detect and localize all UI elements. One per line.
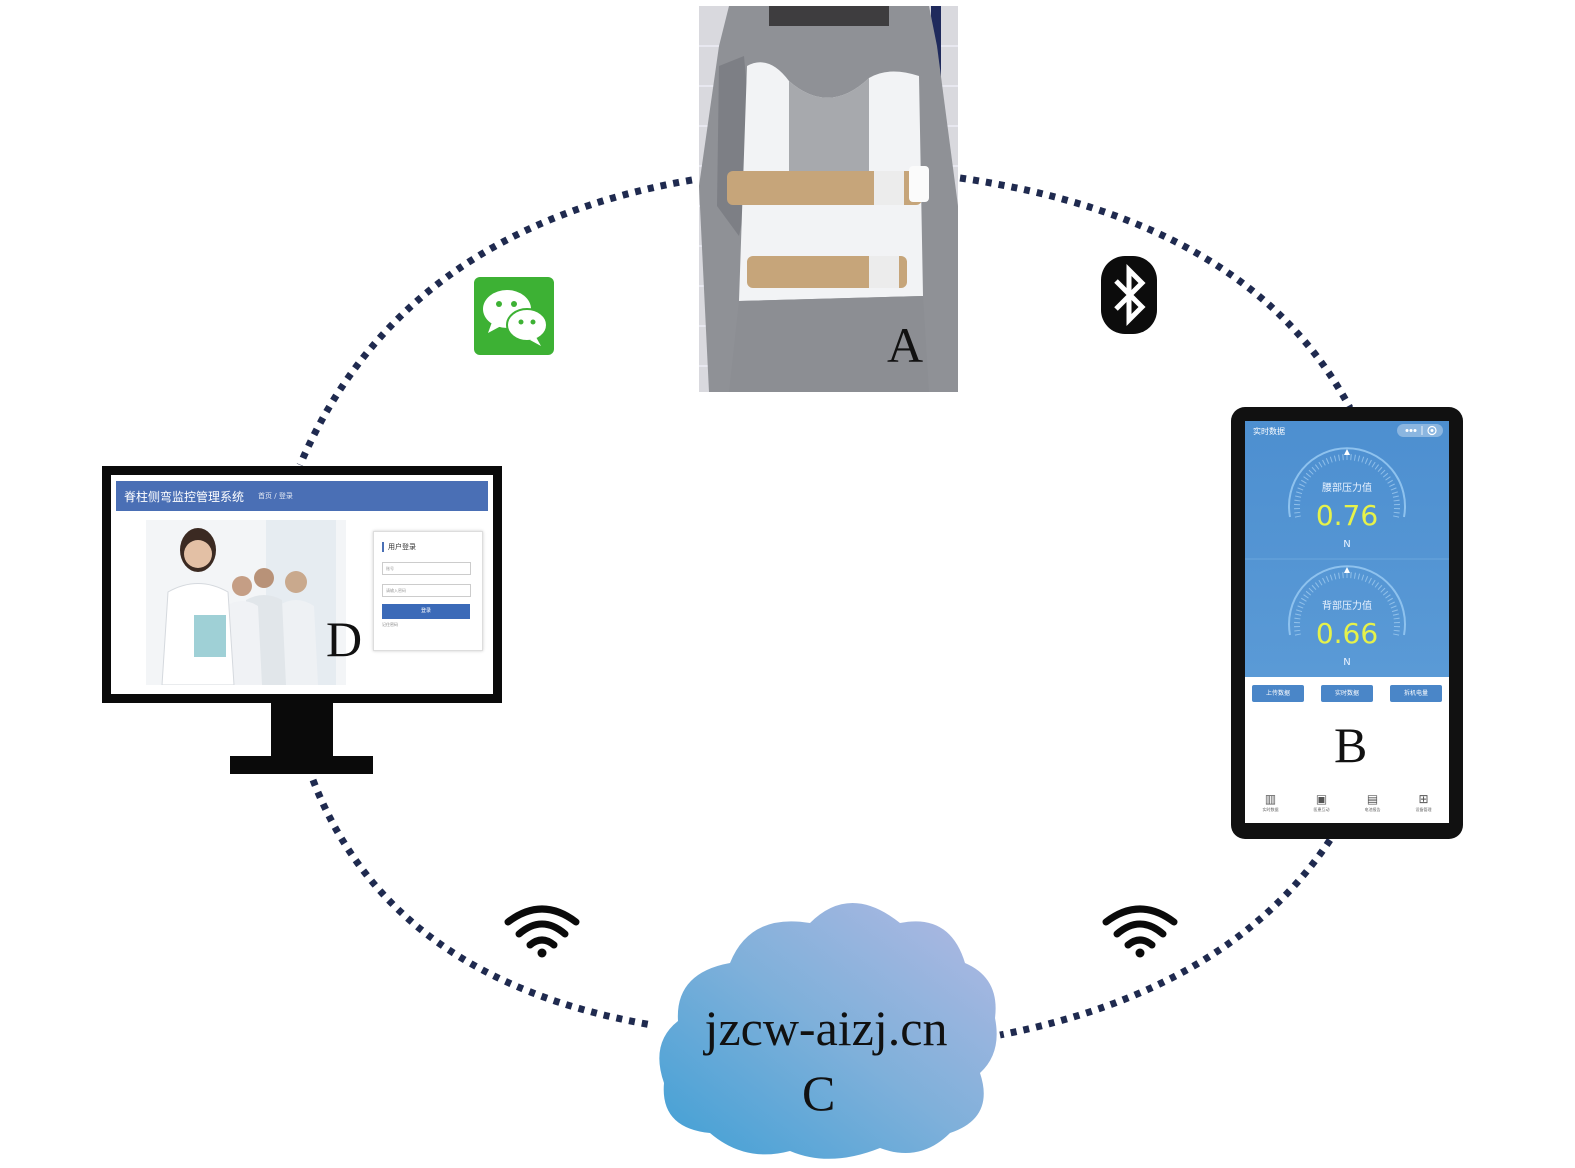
- wifi-icon-right: [1101, 900, 1179, 958]
- web-title: 脊柱侧弯监控管理系统: [124, 489, 245, 504]
- chat-icon: ▣: [1315, 792, 1328, 806]
- password-field[interactable]: 请输入密码: [382, 584, 471, 597]
- upload-data-button[interactable]: 上传数据: [1252, 685, 1304, 702]
- wifi-icon-left: [503, 900, 581, 958]
- label-d: D: [326, 611, 363, 667]
- cloud-server: [650, 893, 1002, 1163]
- nav-interaction-label: 医患互动: [1313, 807, 1330, 812]
- battery-button[interactable]: 拆机电量: [1390, 685, 1442, 702]
- lumbar-pressure-value: 0.76: [1315, 499, 1379, 532]
- report-icon: ▤: [1366, 792, 1379, 806]
- connector-monitor-to-cloud: [309, 778, 653, 1029]
- bottom-nav: ▥ 实时数据 ▣ 医患互动 ▤ 电池报告 ⊞ 设备管理: [1245, 791, 1449, 823]
- bluetooth-icon: [1100, 255, 1158, 335]
- back-pressure-label: 背部压力值: [1322, 601, 1372, 612]
- label-b: B: [1334, 717, 1368, 773]
- connector-phone-to-cloud: [999, 838, 1333, 1039]
- phone-screen: 实时数据: [1245, 421, 1449, 823]
- nav-device-label: 设备管理: [1415, 807, 1432, 812]
- login-card: 用户登录 账号 请输入密码 登录 记住密码: [373, 531, 483, 651]
- cloud-domain-label: jzcw-aizj.cn: [704, 1000, 948, 1056]
- lumbar-pressure-unit: N: [1343, 539, 1351, 550]
- login-title: 用户登录: [382, 542, 416, 552]
- nav-realtime[interactable]: ▥ 实时数据: [1245, 791, 1296, 813]
- nav-interaction[interactable]: ▣ 医患互动: [1296, 791, 1347, 813]
- nav-realtime-label: 实时数据: [1262, 807, 1279, 812]
- lumbar-pressure-label: 腰部压力值: [1322, 483, 1372, 494]
- remember-password[interactable]: 记住密码: [382, 622, 398, 627]
- label-c: C: [802, 1065, 836, 1121]
- phone: 实时数据: [1231, 407, 1463, 839]
- connector-photo-to-monitor: [296, 176, 693, 467]
- nav-report[interactable]: ▤ 电池报告: [1347, 791, 1398, 813]
- back-pressure-unit: N: [1343, 657, 1351, 668]
- back-pressure-value: 0.66: [1315, 617, 1379, 650]
- mini-program-capsule[interactable]: [1397, 424, 1443, 437]
- bar-chart-icon: ▥: [1264, 792, 1277, 806]
- realtime-data-button[interactable]: 实时数据: [1321, 685, 1373, 702]
- doctors-photo: [146, 520, 346, 686]
- login-button[interactable]: 登录: [382, 604, 470, 619]
- monitor-stand-neck: [271, 703, 333, 758]
- grid-icon: ⊞: [1418, 792, 1429, 806]
- phone-statusbar: 实时数据: [1245, 421, 1449, 441]
- brace-photo: [699, 6, 958, 392]
- wechat-icon: [474, 277, 554, 355]
- label-a: A: [887, 317, 924, 373]
- web-header: 脊柱侧弯监控管理系统 首页 / 登录: [116, 481, 488, 511]
- monitor: 脊柱侧弯监控管理系统 首页 / 登录: [102, 466, 502, 703]
- nav-report-label: 电池报告: [1364, 807, 1381, 812]
- username-field[interactable]: 账号: [382, 562, 471, 575]
- monitor-screen: 脊柱侧弯监控管理系统 首页 / 登录: [111, 475, 493, 694]
- gauge-panel: 实时数据: [1245, 421, 1449, 677]
- breadcrumb[interactable]: 首页 / 登录: [258, 492, 293, 500]
- phone-title: 实时数据: [1253, 427, 1285, 436]
- monitor-stand-base: [230, 756, 373, 774]
- nav-device[interactable]: ⊞ 设备管理: [1398, 791, 1449, 813]
